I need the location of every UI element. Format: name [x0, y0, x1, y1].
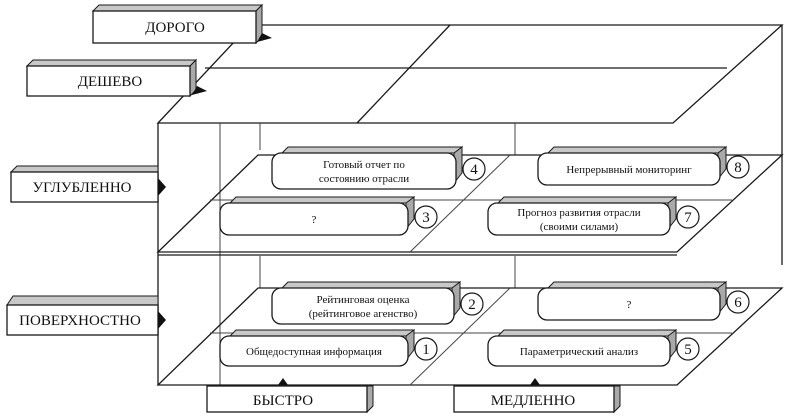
cell-number-text: 1	[422, 342, 430, 358]
surface-layer-divider	[409, 287, 511, 386]
cell-number-badge	[676, 205, 700, 229]
cell-text-line: Общедоступная информация	[246, 346, 382, 358]
cell-number-badge	[726, 155, 750, 179]
cell-text-line: (своими силами)	[540, 221, 619, 233]
method-cell-2: Рейтинговая оценка (рейтинговое агенство)…	[271, 281, 484, 325]
cell-number-text: 3	[422, 210, 430, 226]
cell-bevel-top	[546, 281, 728, 289]
axis-label-cheap-text: ДЕШЕВО	[78, 74, 143, 90]
cell-bevel-top	[496, 329, 678, 337]
method-cell-5: Параметрический анализ 5	[487, 329, 700, 367]
cell-text-line: (рейтинговое агенство)	[309, 308, 418, 320]
arrow-expensive-icon	[257, 33, 272, 42]
axis-label-fast-text: БЫСТРО	[253, 393, 313, 409]
cell-number-text: 6	[734, 295, 742, 311]
axis-label-slow-text: МЕДЛЕННО	[491, 393, 576, 409]
top-plane-divider	[356, 24, 451, 124]
axis-label-expensive-text: ДОРОГО	[145, 20, 205, 36]
cell-number-text: 7	[684, 210, 692, 226]
cell-number-text: 4	[470, 162, 478, 178]
cell-box	[271, 152, 457, 190]
cell-number-text: 2	[468, 297, 476, 313]
axis-label-cheap: ДЕШЕВО	[25, 58, 207, 98]
method-cell-3: ?3	[219, 196, 438, 236]
method-cell-8: Непрерывный мониторинг 8	[537, 146, 750, 186]
method-cell-6: ?6	[537, 281, 750, 321]
cell-text-line: Рейтинговая оценка	[316, 294, 409, 306]
axis-label-deep-text: УГЛУБЛЕННО	[32, 180, 131, 196]
cell-number-text: 5	[684, 342, 692, 358]
cell-bevel-top	[546, 146, 728, 154]
deep-layer-divider	[409, 154, 511, 253]
cell-number-badge	[460, 292, 484, 316]
cell-text-line: состоянию отрасли	[319, 173, 409, 185]
cell-box	[537, 152, 721, 186]
cell-box	[487, 335, 671, 367]
method-cell-4: Готовый отчет по состоянию отрасли 4	[271, 146, 486, 190]
cell-text-line: ?	[627, 299, 632, 311]
arrow-surface-icon	[158, 311, 166, 329]
cell-text-line: Непрерывный мониторинг	[566, 164, 692, 176]
method-cell-1: Общедоступная информация 1	[219, 329, 438, 367]
cell-text-line: Параметрический анализ	[520, 346, 638, 358]
cell-box	[219, 335, 409, 367]
cell-bevel-top	[280, 281, 462, 289]
axis-label-fast: БЫСТРО	[206, 378, 374, 414]
cell-text-line: ?	[312, 214, 317, 226]
cell-number-badge	[414, 205, 438, 229]
cell-text-line: Прогноз развития отрасли	[517, 207, 640, 219]
arrow-deep-icon	[158, 178, 166, 196]
cell-bevel-top	[280, 146, 464, 154]
cell-number-badge	[462, 157, 486, 181]
axis-label-surface-text: ПОВЕРХНОСТНО	[19, 313, 141, 329]
axis-label-surface: ПОВЕРХНОСТНО	[6, 295, 166, 336]
arrow-fast-icon	[278, 378, 288, 385]
cell-box	[537, 287, 721, 321]
cell-bevel-top	[496, 196, 678, 204]
axis-label-slow: МЕДЛЕННО	[453, 378, 621, 414]
axis-label-expensive: ДОРОГО	[91, 3, 272, 45]
axis-label-deep: УГЛУБЛЕННО	[9, 165, 166, 203]
method-cells: Общедоступная информация 1 Рейтинговая оце…	[219, 146, 750, 367]
cell-box	[487, 202, 671, 236]
cell-number-badge	[726, 290, 750, 314]
cell-bevel-top	[228, 329, 416, 337]
cell-box	[271, 287, 455, 325]
cell-number-badge	[676, 337, 700, 361]
arrow-slow-icon	[530, 378, 540, 385]
cell-number-text: 8	[734, 160, 742, 176]
cell-text-line: Готовый отчет по	[323, 159, 405, 171]
method-cell-7: Прогноз развития отрасли (своими силами) 7	[487, 196, 700, 236]
cell-box	[219, 202, 409, 236]
cell-bevel-top	[228, 196, 416, 204]
cell-number-badge	[414, 337, 438, 361]
arrow-cheap-icon	[192, 86, 207, 95]
